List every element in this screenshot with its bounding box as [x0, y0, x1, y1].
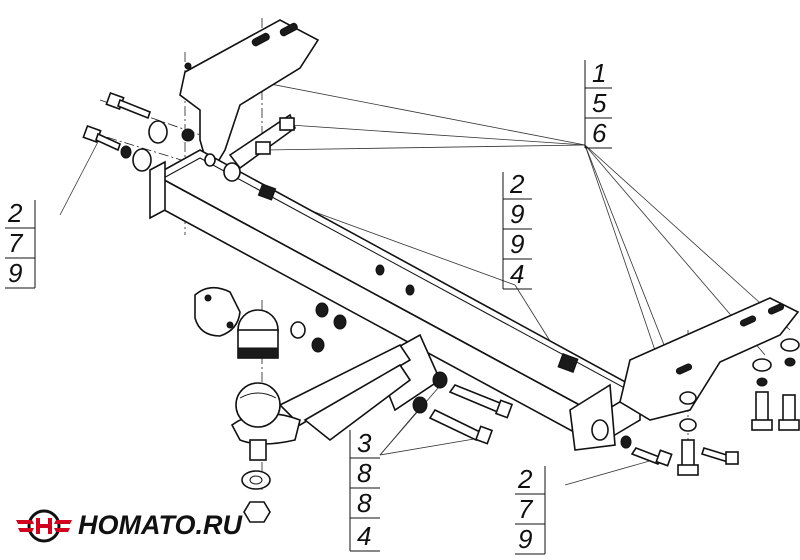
callout-3-8-8-4: 3 8 8 4: [349, 428, 380, 552]
callout-number: 1: [592, 58, 606, 88]
callout-1-5-6: 1 5 6: [584, 58, 612, 149]
callout-number: 8: [357, 488, 372, 518]
leader-lines: [59, 67, 791, 486]
callout-number: 9: [510, 199, 524, 229]
callout-number: 2: [509, 169, 525, 199]
callout-number: 5: [592, 88, 607, 118]
callout-2-7-9-left: 2 7 9: [5, 198, 36, 289]
callout-number: 7: [518, 494, 534, 524]
callout-number: 9: [510, 229, 524, 259]
callout-number: 6: [592, 118, 607, 148]
callout-number: 9: [518, 524, 532, 554]
callout-number: 2: [7, 198, 23, 228]
callout-number: 3: [357, 428, 372, 458]
callout-number: 9: [8, 258, 22, 288]
ball-mount: [230, 333, 442, 461]
callout-number: 4: [510, 259, 524, 289]
callout-number: 7: [8, 228, 24, 258]
socket-plate: [194, 286, 279, 359]
logo-text: HOMATO.RU: [78, 510, 242, 540]
callout-number: 8: [357, 458, 372, 488]
hitch-emblem-icon: [16, 509, 72, 543]
callout-2-7-9-bottom: 2 7 9: [515, 464, 546, 555]
callout-number: 4: [357, 521, 371, 551]
callout-number: 2: [517, 464, 533, 494]
callout-2-9-9-4: 2 9 9 4: [502, 169, 532, 290]
homato-logo: HOMATO.RU: [14, 502, 254, 550]
fasteners: [82, 62, 800, 523]
